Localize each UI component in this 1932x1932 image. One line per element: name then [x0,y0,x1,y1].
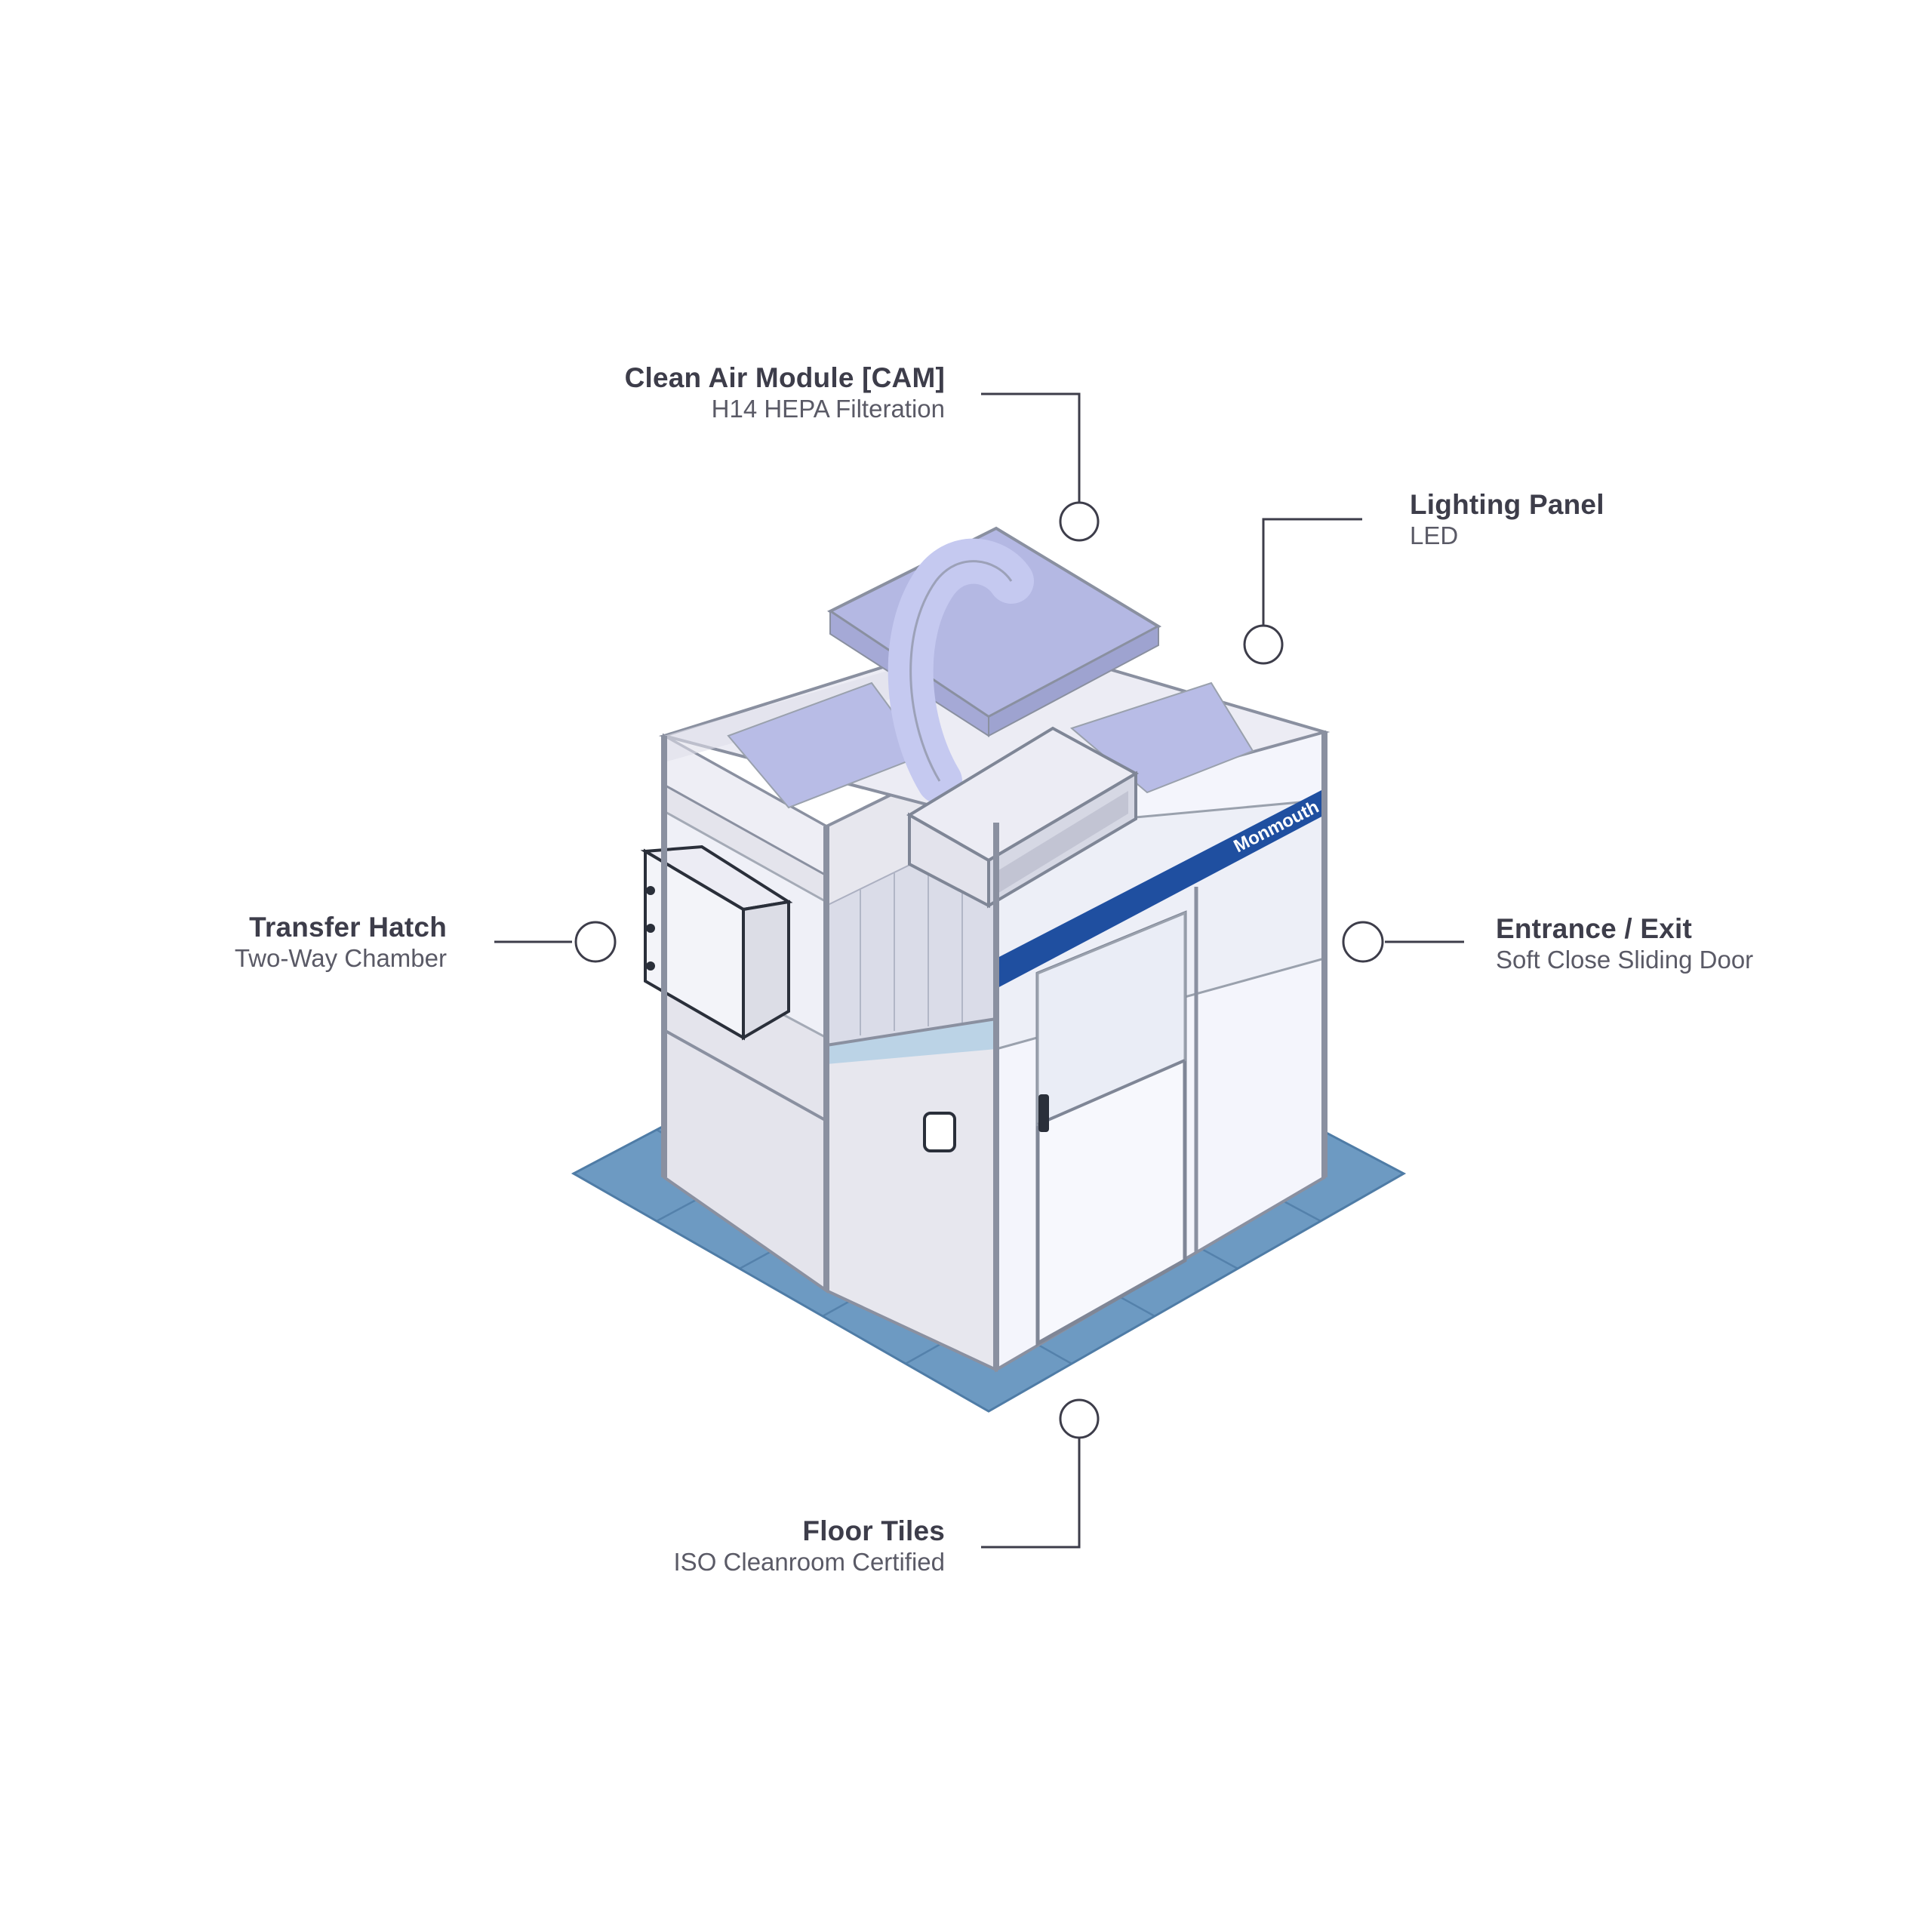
transfer-hatch [640,844,793,1041]
hatch-title: Transfer Hatch [249,912,447,943]
floor-title: Floor Tiles [802,1515,945,1546]
floor-subtitle: ISO Cleanroom Certified [673,1548,945,1576]
entrance-title: Entrance / Exit [1496,913,1693,944]
lighting-title: Lighting Panel [1410,489,1604,520]
floor-marker [1059,1398,1100,1439]
hatch-marker [574,921,617,963]
cam-subtitle: H14 HEPA Filteration [711,395,945,423]
entrance-marker [1342,921,1384,963]
cam-marker [1059,501,1100,542]
frame [661,732,1327,1370]
lighting-subtitle: LED [1410,521,1459,549]
sliding-door [1035,910,1187,1347]
front-center-wall [825,740,998,1373]
clean-air-module [827,526,1162,804]
lighting-box [906,726,1140,909]
leader-lines [494,392,1464,1549]
callout-markers [574,501,1384,1439]
lighting-marker [1243,624,1284,665]
cam-title: Clean Air Module [CAM] [624,362,945,393]
entrance-subtitle: Soft Close Sliding Door [1496,946,1754,974]
hatch-subtitle: Two-Way Chamber [234,944,447,972]
